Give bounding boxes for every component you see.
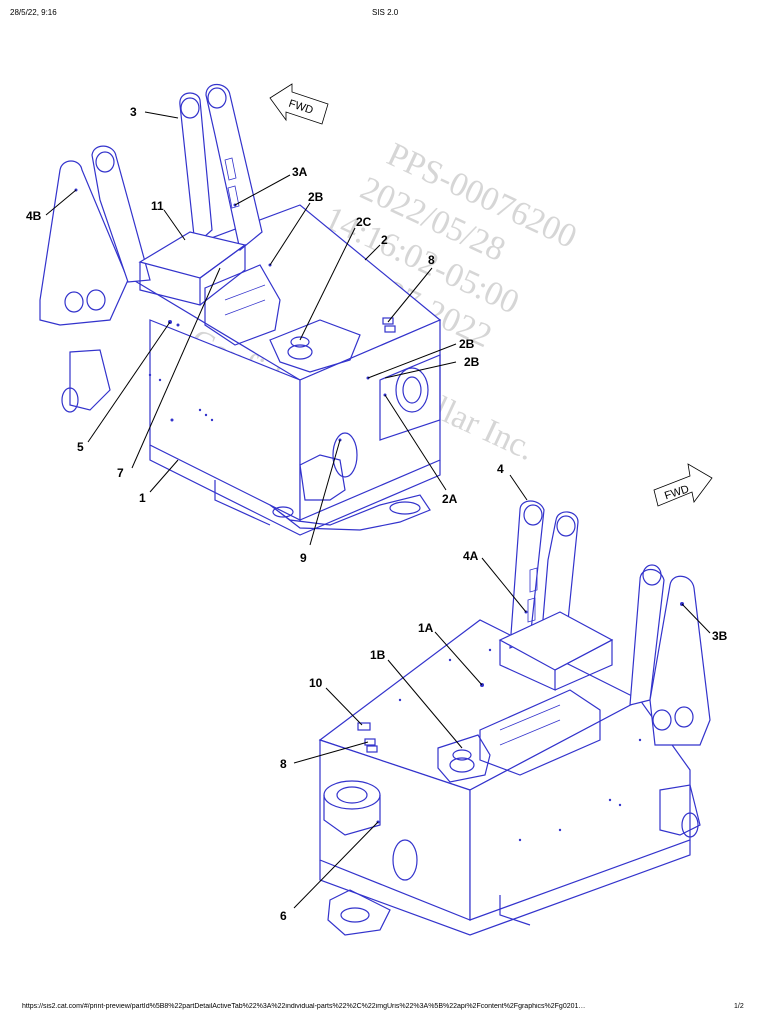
callout-labels: 3 3A 4B 11 2B 2C 2 8 2B 2B 5 7 1 9 2A 4 … [26, 105, 728, 923]
callout-3: 3 [130, 105, 137, 119]
print-datetime: 28/5/22, 9:16 [10, 8, 57, 17]
callout-1b: 1B [370, 648, 386, 662]
callout-2b-right-2: 2B [464, 355, 480, 369]
print-title: SIS 2.0 [372, 8, 399, 17]
callout-8-bottom: 8 [280, 757, 287, 771]
callout-1: 1 [139, 491, 146, 505]
frame-assembly-bottom [318, 500, 711, 936]
callout-3a: 3A [292, 165, 308, 179]
fwd-arrow-top: FWD [269, 83, 329, 125]
callout-9: 9 [300, 551, 307, 565]
callout-8-top: 8 [428, 253, 435, 267]
callout-4a: 4A [463, 549, 479, 563]
leader-lines [45, 111, 711, 909]
fwd-arrow-bottom: FWD [653, 463, 713, 507]
callout-4: 4 [497, 462, 504, 476]
callout-2: 2 [381, 233, 388, 247]
frame-assembly-top [39, 83, 442, 536]
callout-2c: 2C [356, 215, 372, 229]
page-number: 1/2 [734, 1003, 744, 1010]
callout-7: 7 [117, 466, 124, 480]
callout-4b: 4B [26, 209, 42, 223]
callout-2b-top: 2B [308, 190, 324, 204]
print-url: https://sis2.cat.com/#/print-preview/par… [22, 1003, 586, 1010]
callout-2a: 2A [442, 492, 458, 506]
callout-5: 5 [77, 440, 84, 454]
callout-6: 6 [280, 909, 287, 923]
fwd-label-bottom: FWD [663, 483, 691, 502]
callout-11: 11 [151, 199, 164, 213]
callout-10: 10 [309, 676, 323, 690]
callout-2b-right-1: 2B [459, 337, 475, 351]
callout-1a: 1A [418, 621, 434, 635]
callout-3b: 3B [712, 629, 728, 643]
